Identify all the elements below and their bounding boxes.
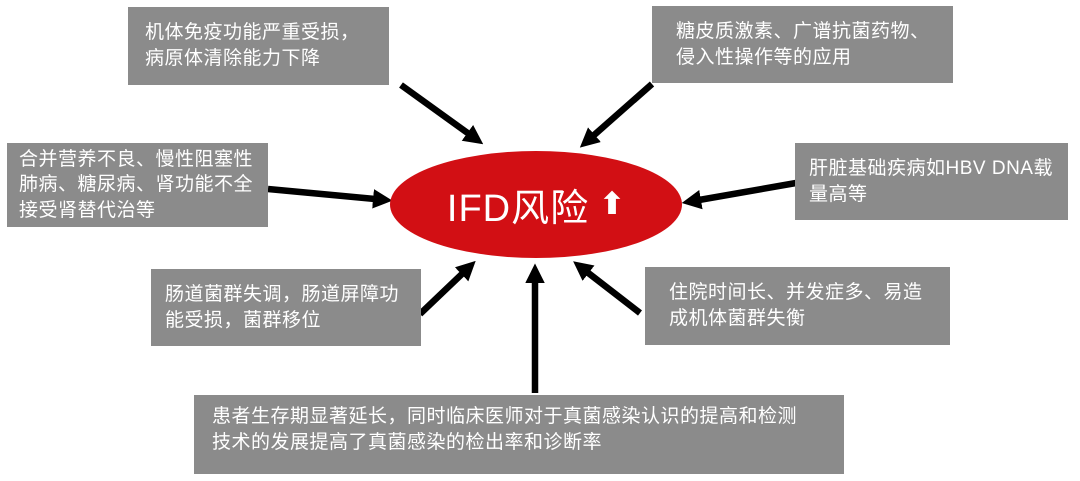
factor-text: 住院时间长、并发症多、易造成机体菌群失衡 bbox=[669, 282, 923, 329]
factor-text: 患者生存期显著延长，同时临床医师对于真菌感染认识的提高和检测技术的发展提高了真菌… bbox=[212, 405, 798, 453]
factor-box-hospital-stay: 住院时间长、并发症多、易造成机体菌群失衡 bbox=[645, 267, 950, 345]
factor-text: 糖皮质激素、广谱抗菌药物、侵入性操作等的应用 bbox=[676, 20, 930, 68]
arrow-left-to-center bbox=[267, 185, 393, 209]
factor-box-steroids-antibiotics: 糖皮质激素、广谱抗菌药物、侵入性操作等的应用 bbox=[652, 6, 953, 83]
factor-box-comorbidities: 合并营养不良、慢性阻塞性肺病、糖尿病、肾功能不全接受肾替代治等 bbox=[7, 143, 268, 227]
up-arrow-icon: ⬆ bbox=[599, 185, 626, 221]
arrow-bottom-left-to-center bbox=[417, 260, 476, 317]
factor-text: 机体免疫功能严重受损，病原体清除能力下降 bbox=[145, 22, 360, 69]
factor-text: 肠道菌群失调，肠道屏障功能受损，菌群移位 bbox=[165, 283, 400, 331]
arrow-bottom-right-to-center bbox=[573, 261, 642, 316]
arrow-right-to-center bbox=[681, 179, 797, 210]
factor-box-survival-detection: 患者生存期显著延长，同时临床医师对于真菌感染认识的提高和检测技术的发展提高了真菌… bbox=[194, 395, 844, 474]
factor-text: 肝脏基础疾病如HBV DNA载量高等 bbox=[809, 157, 1053, 205]
center-node-ifd-risk: IFD风险 ⬆ bbox=[390, 151, 682, 258]
factor-box-liver-disease: 肝脏基础疾病如HBV DNA载量高等 bbox=[795, 143, 1068, 220]
factor-box-gut-dysbiosis: 肠道菌群失调，肠道屏障功能受损，菌群移位 bbox=[151, 269, 421, 346]
factor-box-immune-impairment: 机体免疫功能严重受损，病原体清除能力下降 bbox=[128, 7, 389, 85]
center-label: IFD风险 bbox=[446, 188, 590, 230]
factor-text: 合并营养不良、慢性阻塞性肺病、糖尿病、肾功能不全接受肾替代治等 bbox=[19, 148, 254, 221]
arrow-top-left-to-center bbox=[399, 82, 484, 145]
arrow-top-right-to-center bbox=[579, 81, 655, 148]
